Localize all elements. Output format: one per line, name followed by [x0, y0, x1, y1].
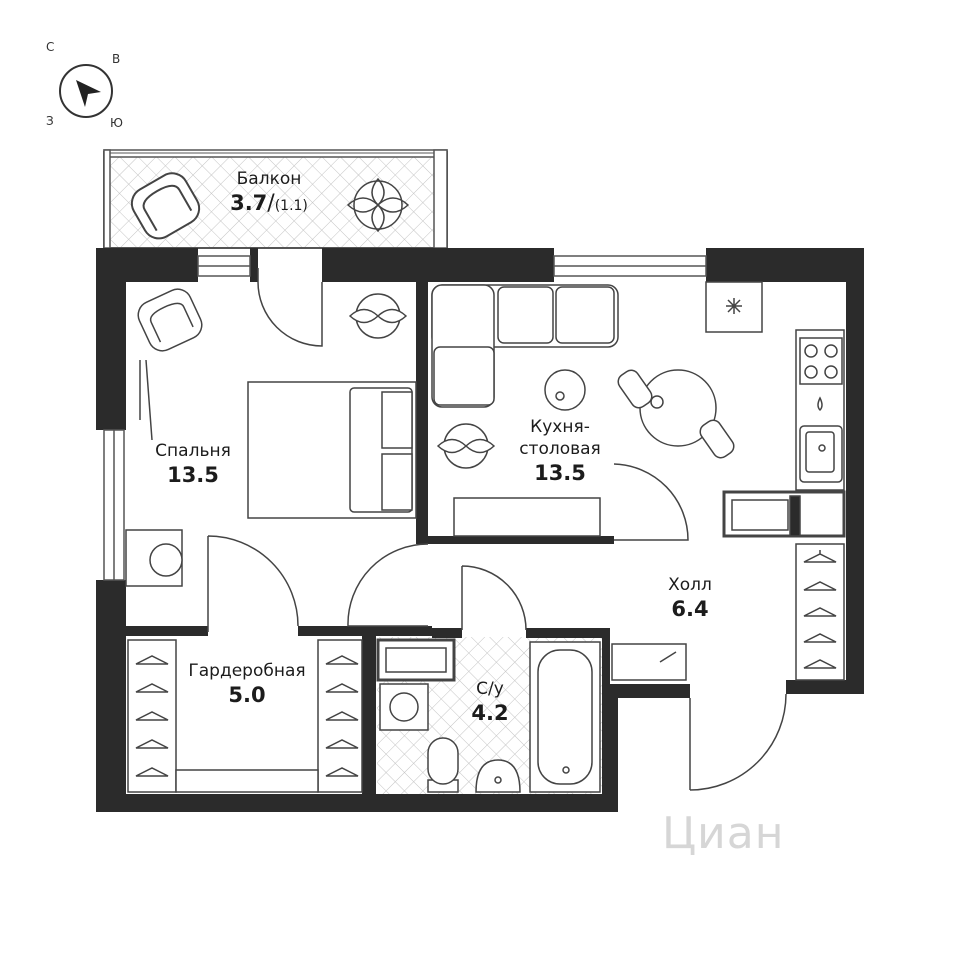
windows — [103, 255, 707, 581]
kitchen-name-line2: столовая — [519, 439, 601, 459]
armchair-icon — [137, 288, 203, 352]
doors — [207, 268, 787, 791]
tv-stand-icon — [453, 497, 601, 537]
plant-icon — [346, 177, 410, 233]
kitchen-furniture — [431, 281, 846, 538]
hall-wardrobe — [611, 543, 845, 681]
bedroom-area: 13.5 — [167, 463, 219, 487]
compass-west-label: З — [46, 114, 54, 128]
bedroom-label: Спальня 13.5 — [130, 440, 256, 488]
compass-east-label: В — [112, 52, 121, 66]
compass-north-label: С — [46, 40, 55, 54]
wardrobe-label: Гардеробная 5.0 — [176, 660, 318, 708]
bathroom-area: 4.2 — [471, 701, 509, 725]
compass-icon — [59, 64, 113, 118]
armchair-icon — [130, 172, 201, 240]
toilet-icon — [427, 737, 459, 793]
shoe-shelf-icon — [611, 643, 687, 681]
hanger-icon — [803, 550, 837, 563]
wardrobe-name: Гардеробная — [188, 661, 306, 681]
balcony-area-extra: (1.1) — [274, 198, 308, 214]
stove-icon — [799, 337, 843, 385]
plant-icon — [348, 293, 408, 339]
walls — [96, 248, 864, 812]
balcony — [103, 149, 448, 249]
kitchen-area: 13.5 — [534, 461, 586, 485]
bathroom-name: С/у — [476, 679, 504, 699]
balcony-label: Балкон 3.7/(1.1) — [214, 168, 324, 216]
balcony-name: Балкон — [236, 169, 302, 189]
plant-icon — [436, 423, 496, 469]
bathroom-label: С/у 4.2 — [450, 678, 530, 726]
bedroom-furniture — [125, 288, 417, 587]
hall-label: Холл 6.4 — [640, 574, 740, 622]
wardrobe-furniture — [127, 639, 363, 793]
side-table-icon — [544, 369, 586, 411]
wardrobe-area: 5.0 — [228, 683, 266, 707]
bedroom-name: Спальня — [155, 441, 231, 461]
hall-area: 6.4 — [671, 597, 709, 621]
kitchen-label: Кухня- столовая 13.5 — [500, 416, 620, 486]
watermark: Циан — [662, 808, 785, 859]
bathroom-fixtures — [376, 638, 601, 793]
compass-south-label: Ю — [110, 116, 123, 130]
sofa-icon — [431, 284, 619, 408]
kitchen-name-line1: Кухня- — [530, 417, 590, 437]
washbasin-icon — [475, 759, 521, 793]
hall-name: Холл — [668, 575, 712, 595]
balcony-area: 3.7 — [230, 191, 268, 215]
